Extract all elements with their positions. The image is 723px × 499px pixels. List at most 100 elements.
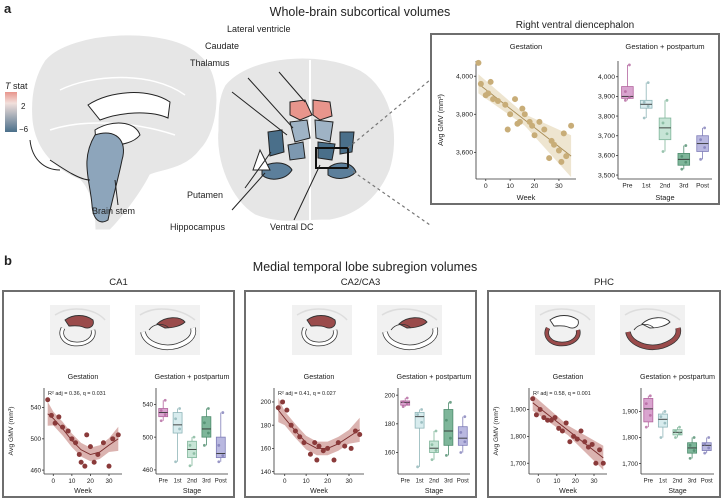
box-point (644, 402, 648, 406)
label-hippocampus: Hippocampus (170, 222, 226, 232)
box-point (678, 432, 681, 436)
x-tick-label: 20 (87, 478, 95, 485)
box-point (661, 150, 665, 153)
data-point (507, 111, 514, 118)
x-tick-label: 20 (531, 183, 539, 190)
y-tick-label: 540 (30, 405, 41, 412)
box-point (648, 413, 652, 417)
box-point (416, 465, 419, 469)
data-point (516, 118, 523, 125)
data-point (530, 396, 536, 402)
x-tick-label: 2nd (672, 479, 682, 485)
colorbar-max: 2 (21, 102, 26, 111)
label-caudate: Caudate (205, 41, 240, 51)
data-point (320, 448, 326, 454)
y-tick-label: 1,700 (622, 461, 638, 468)
box-point (178, 407, 181, 410)
hippocampus-head-right (641, 317, 671, 329)
data-point (73, 440, 79, 446)
coronal-brain-outline (217, 57, 395, 222)
data-point (84, 432, 90, 438)
data-point (288, 422, 294, 428)
x-tick-label: 2nd (187, 479, 197, 485)
y-tick-label: 3,800 (598, 113, 615, 120)
data-point (312, 440, 318, 446)
y-tick-label: 1,800 (510, 434, 526, 441)
data-point (546, 155, 553, 162)
y-tick-label: 1,700 (510, 460, 526, 467)
y-tick-label: 160 (384, 450, 395, 457)
box-point (159, 419, 163, 423)
box-point (401, 405, 405, 409)
data-point (593, 460, 599, 466)
box-post (701, 442, 712, 451)
y-tick-label: 460 (142, 467, 153, 474)
label-brain-stem: Brain stem (92, 206, 136, 216)
x-tick-label: Post (457, 479, 469, 485)
box-point (678, 425, 681, 429)
box-point (445, 418, 448, 422)
box-point (703, 451, 707, 455)
data-point (531, 132, 538, 139)
label-lateral-ventricle: Lateral ventricle (227, 24, 291, 34)
hippocampus-head-left (64, 315, 94, 329)
box-pre (621, 86, 634, 99)
data-point (78, 459, 84, 465)
data-point (110, 436, 116, 442)
data-point (106, 463, 112, 469)
data-point (56, 414, 62, 420)
y-tick-label: 180 (260, 422, 271, 429)
data-point (560, 130, 567, 137)
box-point (646, 81, 650, 85)
box-2nd (429, 440, 439, 453)
data-point (529, 122, 536, 129)
panel-b-title: Medial temporal lobe subregion volumes (252, 260, 478, 274)
x-tick-label: 1st (659, 479, 667, 485)
box-point (663, 421, 667, 425)
data-point (69, 436, 75, 442)
x-axis-label: Stage (183, 488, 201, 495)
box-point (707, 436, 711, 439)
hippocampus-head-right (398, 317, 428, 329)
box-point (663, 410, 667, 413)
confidence-band (478, 74, 572, 178)
x-tick-label: 30 (555, 183, 563, 190)
x-tick-label: 0 (537, 478, 541, 485)
chart-subtitle: Gestation (68, 372, 99, 381)
data-point (555, 147, 562, 154)
x-tick-label: 0 (283, 478, 287, 485)
x-tick-label: 3rd (202, 479, 211, 485)
putamen-region (267, 129, 285, 157)
fit-curve (277, 409, 360, 449)
x-tick-label: 20 (572, 478, 580, 485)
y-tick-label: 3,900 (598, 94, 615, 101)
data-point (292, 428, 298, 434)
data-point (537, 407, 543, 412)
box-point (628, 63, 631, 67)
data-point (475, 59, 482, 66)
y-tick-label: 4,000 (598, 74, 615, 81)
box-point (207, 407, 210, 410)
x-axis-label: Stage (655, 193, 674, 202)
panel-b-letter: b (4, 253, 12, 268)
x-axis-label: Week (310, 488, 328, 495)
stat-annotation: R² adj = 0.41, q = 0.027 (278, 391, 336, 397)
corpus-callosum (87, 92, 171, 121)
y-axis-label: Avg GMV (mm³) (8, 407, 15, 456)
data-point (280, 399, 286, 405)
box-point (430, 443, 434, 447)
hippocampus-head-left (549, 315, 579, 329)
y-tick-label: 460 (30, 467, 41, 474)
box-2nd (658, 117, 672, 141)
mtl-illustration-ca1 (50, 305, 200, 355)
box-point (674, 429, 677, 433)
x-tick-label: 30 (105, 478, 113, 485)
y-tick-label: 3,800 (456, 111, 473, 118)
box-point (624, 98, 627, 102)
data-point (568, 122, 575, 129)
data-point (52, 420, 58, 426)
box-point (707, 446, 711, 450)
y-tick-label: 1,800 (622, 435, 638, 442)
chart-subtitle: Gestation + postpartum (155, 372, 230, 381)
box-point (163, 413, 167, 417)
